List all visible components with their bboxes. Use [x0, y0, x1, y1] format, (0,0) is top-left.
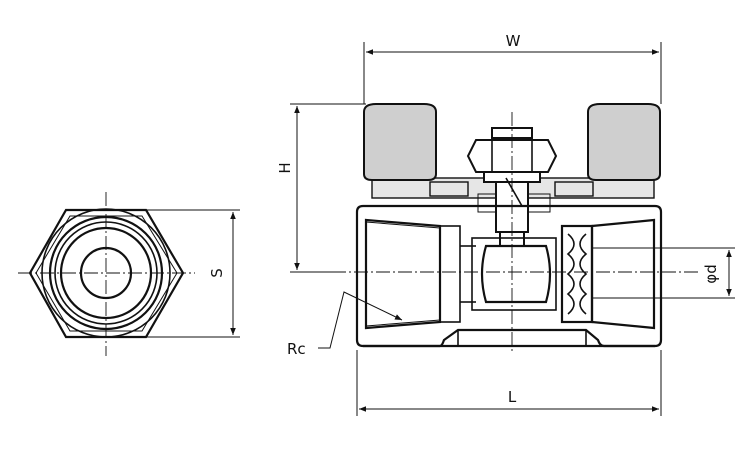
dimension-phi-d-label: φd	[702, 264, 720, 283]
nut-ring-circle	[54, 221, 158, 325]
valve-body	[355, 204, 663, 348]
dimension-w-label: W	[506, 32, 521, 50]
dimension-h-label: H	[276, 162, 294, 173]
thread-callout-leader	[318, 291, 403, 349]
dimension-phi-d: φd	[600, 247, 735, 299]
union-nut	[560, 224, 594, 324]
right-lever-knob	[587, 103, 661, 181]
hex-face-circle	[41, 208, 171, 338]
dimension-l-label: L	[508, 388, 517, 406]
body-outline	[355, 204, 663, 348]
nut-inner-circle	[59, 226, 153, 320]
dimension-h: H	[276, 103, 366, 273]
thread-callout-rc: Rc	[287, 291, 403, 358]
valve-ball	[480, 244, 552, 304]
dimension-l: L	[356, 350, 662, 416]
thread-callout-label: Rc	[287, 340, 306, 358]
left-lever-knob	[363, 103, 437, 181]
dimension-w: W	[363, 32, 662, 104]
nut-outer-circle	[48, 215, 164, 331]
hex-outline	[28, 208, 185, 339]
dimension-s-label: S	[208, 268, 226, 278]
bore-circle	[79, 246, 133, 300]
right-port	[590, 218, 656, 330]
dimension-s: S	[147, 209, 240, 338]
hex-inner-chamfer	[35, 215, 178, 332]
left-threaded-port	[364, 218, 442, 330]
end-view	[18, 192, 195, 356]
